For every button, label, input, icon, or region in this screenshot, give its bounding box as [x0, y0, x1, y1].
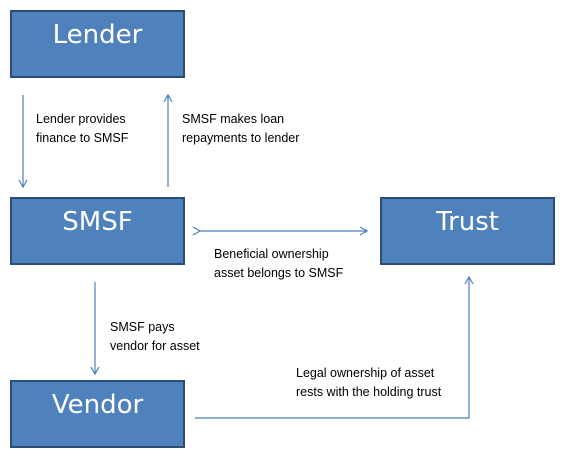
edge-label-legal-ownership: Legal ownership of asset rests with the … [296, 366, 442, 399]
edge-label-smsf-pays-vendor: SMSF pays vendor for asset [110, 320, 200, 353]
edge-label-lender-finance: Lender provides finance to SMSF [36, 112, 129, 145]
trust-node: Trust [380, 197, 555, 265]
lender-node-label: Lender [52, 20, 143, 50]
vendor-node: Vendor [10, 380, 185, 448]
smsf-node: SMSF [10, 197, 185, 265]
smsf-node-label: SMSF [62, 207, 133, 237]
edge-label-beneficial-ownership: Beneficial ownership asset belongs to SM… [214, 247, 344, 280]
vendor-node-label: Vendor [51, 390, 144, 420]
lender-node: Lender [10, 10, 185, 78]
arrow-vendor-to-trust [195, 275, 474, 419]
edge-label-smsf-repayments: SMSF makes loan repayments to lender [182, 112, 300, 145]
trust-node-label: Trust [436, 207, 499, 237]
